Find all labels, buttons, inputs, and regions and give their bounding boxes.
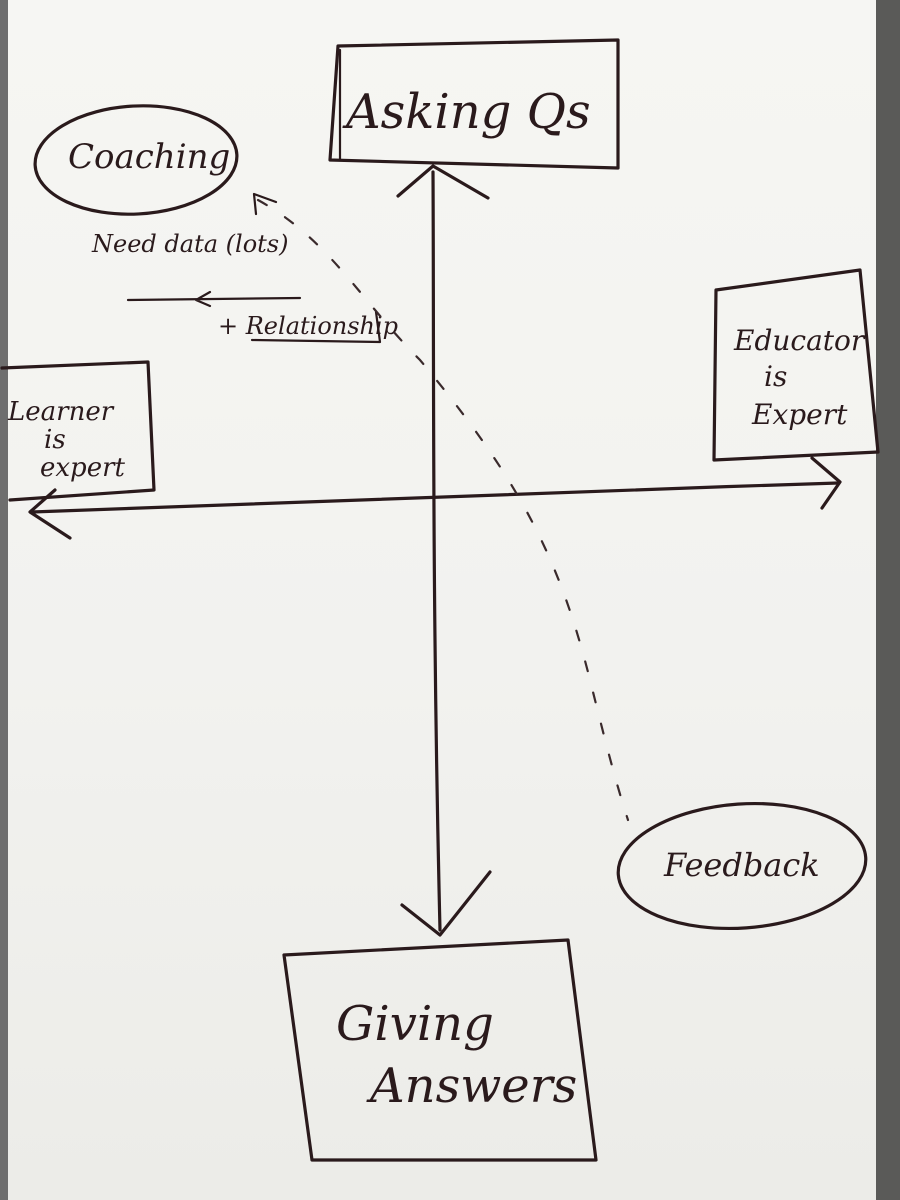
learner-expert-word: expert (40, 453, 126, 483)
answers-word: Answers (366, 1058, 577, 1114)
educator-expert-word: Expert (751, 398, 848, 431)
feedback-ellipse (616, 801, 868, 931)
educator-is-word: is (764, 360, 787, 393)
dashed-curve (256, 198, 630, 822)
up-arrowhead (396, 164, 490, 200)
horizontal-axis-line (30, 481, 840, 514)
learner-expert-label: Learner is expert (7, 397, 126, 483)
coaching-feedback-path (252, 192, 630, 822)
coaching-label: Coaching (68, 137, 230, 177)
giving-answers-border (282, 938, 598, 1162)
need-data-label: Need data (lots) (91, 230, 288, 258)
giving-word: Giving (336, 996, 494, 1052)
relationship-label: + Relationship (218, 312, 398, 340)
down-arrowhead (400, 870, 492, 937)
learner-is-word: is (44, 425, 66, 455)
coaching-oval: Coaching (33, 104, 239, 216)
asking-qs-label: Asking Qs (342, 84, 591, 140)
coaching-note: Need data (lots) + Relationship (91, 230, 398, 344)
learner-word: Learner (7, 397, 115, 427)
vertical-axis (396, 164, 492, 937)
giving-answers-label: Giving Answers (336, 996, 577, 1114)
educator-expert-border (712, 268, 880, 462)
learner-expert-border (0, 360, 156, 502)
feedback-label: Feedback (663, 846, 820, 884)
educator-expert-box: Educator is Expert (712, 268, 880, 462)
educator-expert-label: Educator is Expert (733, 324, 873, 431)
learner-expert-box: Learner is expert (0, 360, 156, 502)
coaching-ellipse (33, 104, 239, 216)
asking-qs-border (328, 38, 620, 170)
note-underline-arrow (126, 290, 302, 308)
relationship-bracket (250, 310, 382, 344)
vertical-axis-line (431, 170, 442, 932)
asking-qs-box: Asking Qs (328, 38, 620, 170)
right-arrowhead (810, 456, 842, 510)
educator-word: Educator (733, 324, 866, 357)
dashed-curve-arrowhead (252, 192, 278, 216)
desk-edge (876, 0, 900, 1200)
paper-sheet (8, 0, 876, 1200)
giving-answers-box: Giving Answers (282, 938, 598, 1162)
feedback-oval: Feedback (616, 801, 868, 931)
